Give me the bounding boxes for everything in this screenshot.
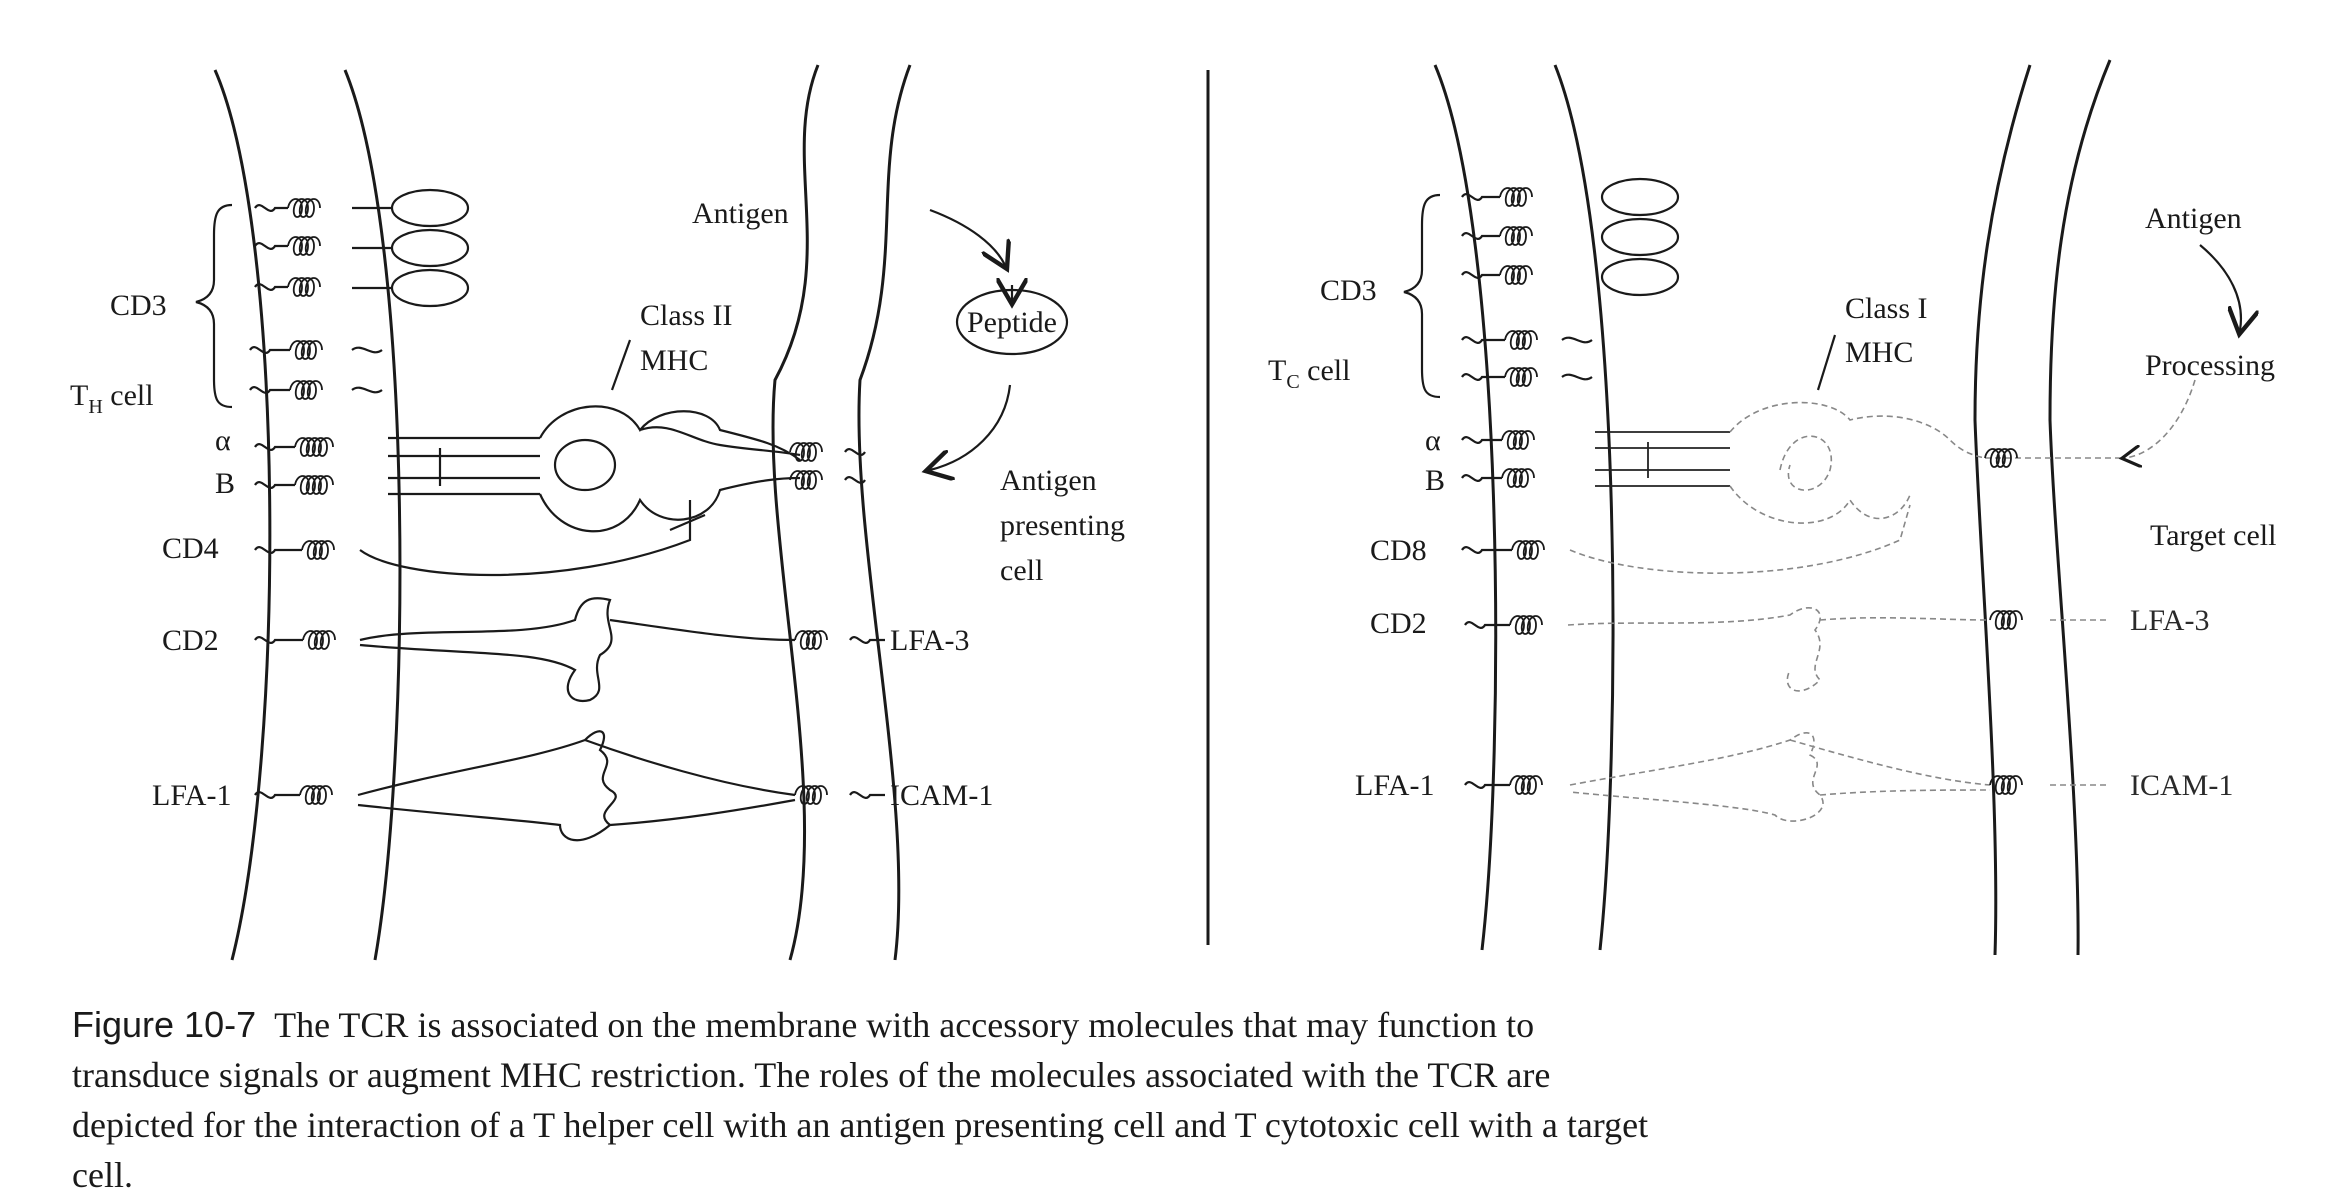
tcr-alpha-beta bbox=[254, 405, 866, 533]
cd3-chain-ellipse bbox=[390, 228, 470, 268]
antigen-processing-arrows bbox=[930, 208, 1069, 470]
mhc-label-left: MHC bbox=[640, 344, 708, 377]
th-cell-label: TH cell bbox=[70, 379, 154, 418]
antigen-label: Antigen bbox=[692, 197, 789, 230]
alpha-label-right: α bbox=[1425, 424, 1441, 457]
tc-membrane-outer bbox=[1433, 64, 1498, 951]
cd3-brace bbox=[195, 203, 233, 409]
beta-label-right: B bbox=[1425, 464, 1445, 497]
cd3-label: CD3 bbox=[110, 289, 167, 322]
target-cell-label: Target cell bbox=[2150, 519, 2276, 552]
cd3-complex bbox=[195, 188, 470, 409]
alpha-label: α bbox=[215, 424, 231, 457]
caption-text: The TCR is associated on the membrane wi… bbox=[72, 1005, 1649, 1195]
right-panel-tc-target: CD3 TC cell α B CD8 CD2 LFA-1 Class I MH… bbox=[1268, 59, 2276, 956]
lfa1-label: LFA-1 bbox=[152, 779, 231, 812]
cd8-molecule bbox=[1461, 504, 1911, 574]
cd4-molecule bbox=[254, 500, 706, 577]
apc-membrane-left bbox=[771, 64, 820, 961]
cd3-chain-ellipse bbox=[390, 268, 470, 308]
tc-membrane-inner bbox=[1553, 64, 1615, 951]
lfa1-icam1-pair bbox=[254, 730, 885, 842]
processing-label: Processing bbox=[2145, 349, 2275, 382]
antigen-processing-arrow bbox=[2199, 244, 2241, 330]
tcr-accessory-diagram: CD3 TH cell α B CD4 CD2 LFA-1 Antigen Pe… bbox=[70, 59, 2276, 961]
cd2-label-right: CD2 bbox=[1370, 607, 1427, 640]
class-ii-mhc-shape bbox=[538, 405, 801, 533]
cd2-lfa3-pair bbox=[254, 597, 885, 703]
lfa1-label-right: LFA-1 bbox=[1355, 769, 1434, 802]
cd2-label: CD2 bbox=[162, 624, 219, 657]
apc-label-line2: presenting bbox=[1000, 509, 1125, 542]
target-membrane-right bbox=[2048, 59, 2112, 956]
icam1-label-right: ICAM-1 bbox=[2130, 769, 2233, 802]
cd2-lfa3-shape bbox=[359, 597, 796, 703]
cd3-complex-right bbox=[1403, 177, 1680, 399]
left-panel-th-apc: CD3 TH cell α B CD4 CD2 LFA-1 Antigen Pe… bbox=[70, 64, 1125, 961]
figure-label: Figure 10-7 bbox=[72, 1004, 257, 1045]
apc-label-line3: cell bbox=[1000, 554, 1043, 587]
peptide-label: Peptide bbox=[967, 306, 1057, 339]
cd8-label: CD8 bbox=[1370, 534, 1427, 567]
mhc-label-right: MHC bbox=[1845, 336, 1913, 369]
beta-label: B bbox=[215, 467, 235, 500]
lfa1-icam1-shape bbox=[357, 730, 796, 842]
antigen-label-right: Antigen bbox=[2145, 202, 2242, 235]
icam1-label: ICAM-1 bbox=[890, 779, 993, 812]
lfa1-icam1-pair-right bbox=[1464, 732, 2110, 822]
mhc-pointer-line bbox=[610, 339, 632, 391]
class-i-mhc-shape bbox=[1729, 401, 1986, 524]
peptide-ellipse bbox=[955, 288, 1069, 356]
cd3-chain-ellipse bbox=[390, 188, 470, 228]
cd3-label-right: CD3 bbox=[1320, 274, 1377, 307]
apc-label-line1: Antigen bbox=[1000, 464, 1097, 497]
tcr-alpha-beta-right bbox=[1461, 379, 2196, 524]
apc-membrane-right bbox=[857, 64, 912, 961]
th-membrane-inner bbox=[343, 69, 402, 961]
class-i-label: Class I bbox=[1845, 292, 1928, 325]
cd4-label: CD4 bbox=[162, 532, 219, 565]
class-ii-label: Class II bbox=[640, 299, 733, 332]
lfa3-label-right: LFA-3 bbox=[2130, 604, 2209, 637]
lfa3-label: LFA-3 bbox=[890, 624, 969, 657]
tc-cell-label: TC cell bbox=[1268, 354, 1350, 393]
mhc-pointer-line-right bbox=[1816, 334, 1837, 391]
th-membrane-outer bbox=[213, 69, 272, 961]
cd2-lfa3-pair-right bbox=[1464, 606, 2110, 692]
target-membrane-left bbox=[1973, 64, 2032, 956]
